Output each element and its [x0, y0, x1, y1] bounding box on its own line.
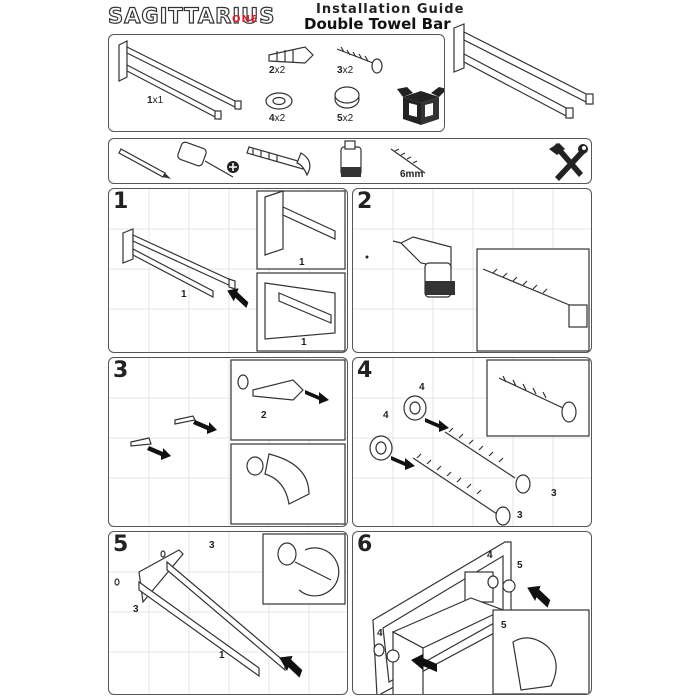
part-5-label: 5 [337, 113, 343, 124]
screwdriver-icon [177, 141, 234, 178]
part-1-qty: x1 [152, 95, 164, 106]
step-4-number: 4 [357, 358, 373, 383]
step-5-callout-2: 3 [133, 604, 139, 615]
step-4-callout-4: 3 [517, 510, 523, 521]
part-1-label: 1 [147, 95, 153, 106]
step-6-illustration [372, 541, 590, 694]
step-1-callout-2: 1 [299, 257, 305, 268]
package-box-icon [397, 87, 444, 125]
step-5-callout-1: 3 [209, 540, 215, 551]
cap-icon [334, 86, 360, 109]
towel-bar-icon [118, 40, 242, 120]
step-1-number: 1 [113, 189, 129, 214]
step-6-number: 6 [357, 532, 373, 557]
step-1-illustration [109, 189, 347, 352]
parts-panel: 1x1 2x2 3x2 4x2 5x2 [108, 34, 445, 132]
step-6-callout-2: 5 [517, 560, 523, 571]
phillips-plus-icon [227, 161, 239, 173]
step-1-callout-1: 1 [181, 289, 187, 300]
part-3-label: 3 [337, 65, 343, 76]
step-1-panel: 1 1 1 1 [108, 188, 348, 353]
product-name: Double Towel Bar [304, 15, 451, 33]
step-2-number: 2 [357, 189, 373, 214]
step-2-panel: 2 [352, 188, 592, 353]
wall-plug-icon [268, 46, 314, 64]
pencil-icon [118, 148, 171, 179]
drill-icon [340, 140, 362, 177]
assembled-product-preview [453, 23, 594, 119]
brand-logo: SAGITTARIUS [107, 3, 276, 28]
step-2-illustration [353, 189, 591, 352]
part-4-qty: x2 [274, 113, 286, 124]
step-1-callout-3: 1 [301, 337, 307, 348]
step-3-panel: 3 2 [108, 357, 348, 527]
step-3-number: 3 [113, 358, 129, 383]
washer-icon [265, 92, 293, 110]
hammer-wrench-icon [549, 143, 588, 181]
tools-panel: 6mm [108, 138, 592, 184]
guide-title: Installation Guide [316, 2, 465, 17]
step-5-callout-3: 1 [219, 650, 225, 661]
step-6-panel: 6 4 5 4 5 [352, 531, 592, 695]
parts-illustration [118, 40, 444, 125]
drill-bit-size: 6mm [400, 169, 424, 180]
screw-icon [336, 46, 383, 74]
part-4-label: 4 [269, 113, 275, 124]
part-2-label: 2 [269, 65, 275, 76]
part-2-qty: x2 [274, 65, 286, 76]
step-4-callout-1: 4 [419, 382, 425, 393]
part-3-qty: x2 [342, 65, 354, 76]
step-5-illustration [109, 532, 347, 694]
part-5-qty: x2 [342, 113, 354, 124]
step-4-panel: 4 4 4 3 3 [352, 357, 592, 527]
step-3-illustration [109, 358, 347, 526]
step-6-callout-4: 5 [501, 620, 507, 631]
step-5-number: 5 [113, 532, 129, 557]
step-4-callout-3: 3 [551, 488, 557, 499]
drill-bit-icon [390, 148, 426, 174]
step-3-callout-1: 2 [261, 410, 267, 421]
drill-tool-icon [392, 236, 455, 298]
step-4-callout-2: 4 [383, 410, 389, 421]
step-6-callout-3: 4 [377, 628, 383, 639]
step-5-panel: 5 3 3 1 [108, 531, 348, 695]
step-6-callout-1: 4 [487, 550, 493, 561]
tools-illustration [118, 140, 588, 181]
brand-sub-logo: ONE [232, 14, 259, 25]
step-4-illustration [353, 358, 591, 526]
hammer-icon [246, 146, 311, 177]
